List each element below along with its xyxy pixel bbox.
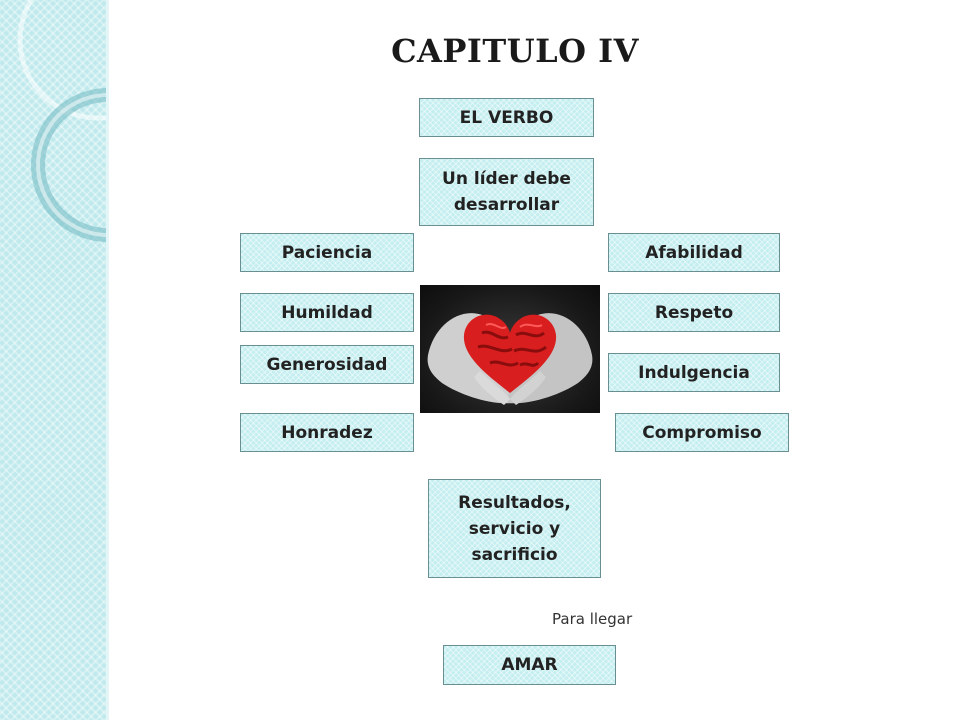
box-honradez: Honradez: [240, 413, 414, 452]
box-afabilidad: Afabilidad: [608, 233, 780, 272]
box-resultados: Resultados, servicio y sacrificio: [428, 479, 601, 578]
box-compromiso: Compromiso: [615, 413, 789, 452]
box-respeto: Respeto: [608, 293, 780, 332]
box-humildad: Humildad: [240, 293, 414, 332]
box-indulgencia: Indulgencia: [608, 353, 780, 392]
box-lider-debe-desarrollar: Un líder debe desarrollar: [419, 158, 594, 226]
box-el-verbo: EL VERBO: [419, 98, 594, 137]
box-paciencia: Paciencia: [240, 233, 414, 272]
box-generosidad: Generosidad: [240, 345, 414, 384]
decorative-side-panel: [0, 0, 109, 720]
heart-hands-photo: [420, 285, 600, 413]
box-amar: AMAR: [443, 645, 616, 685]
ring-decoration-icon: [17, 0, 106, 242]
para-llegar-caption: Para llegar: [552, 610, 633, 628]
page-title: CAPITULO IV: [391, 32, 639, 70]
